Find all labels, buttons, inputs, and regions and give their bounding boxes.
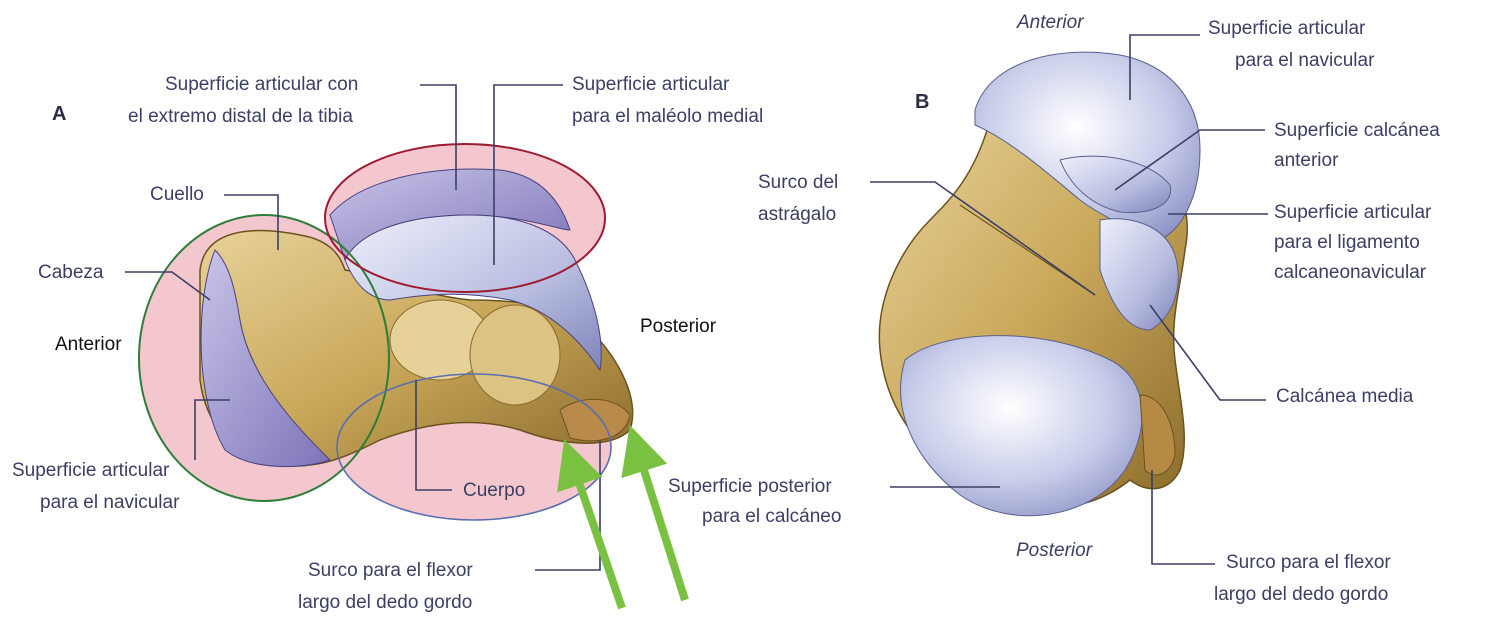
leader-neck	[224, 194, 279, 250]
label-malleolus-line1: Superficie articular	[572, 74, 730, 95]
green-arrow-2	[621, 425, 689, 602]
label-calc-ant-line1: Superficie calcánea	[1274, 120, 1440, 141]
leader-groove-b	[1151, 470, 1215, 565]
panel-b: B Anterior Superficie articular para el …	[668, 12, 1440, 605]
label-tibia-line1: Superficie articular con	[165, 74, 358, 95]
label-sulcus-line1: Surco del	[758, 172, 838, 193]
label-lig-line2: para el ligamento	[1274, 232, 1420, 253]
label-body: Cuerpo	[463, 480, 525, 501]
leader-calc-medial	[1149, 304, 1266, 401]
leader-calc-ant	[1114, 129, 1265, 191]
label-neck: Cuello	[150, 184, 204, 205]
label-calc-medial: Calcánea media	[1276, 386, 1414, 407]
leader-body	[415, 380, 452, 491]
label-head: Cabeza	[38, 262, 104, 283]
label-navicular-a-line2: para el navicular	[40, 492, 180, 513]
green-arrow-1	[557, 439, 626, 610]
label-post-b-line2: para el calcáneo	[702, 506, 841, 527]
talus-bone-superior	[878, 51, 1201, 517]
label-lig-line3: calcaneonavicular	[1274, 262, 1427, 283]
body-ellipse-outline	[336, 373, 612, 521]
label-posterior-b: Posterior	[1016, 540, 1093, 561]
leader-malleolus	[493, 84, 563, 265]
label-navicular-a-line1: Superficie articular	[12, 460, 170, 481]
label-tibia-line2: el extremo distal de la tibia	[128, 106, 353, 127]
label-sulcus-line2: astrágalo	[758, 204, 836, 225]
panel-a: A Superficie articular con el extremo di…	[12, 74, 763, 613]
label-groove-a-line2: largo del dedo gordo	[298, 592, 472, 613]
leader-nav-b	[1129, 34, 1200, 100]
label-post-b-line1: Superficie posterior	[668, 476, 832, 497]
label-groove-b-line1: Surco para el flexor	[1226, 552, 1391, 573]
leader-navicular	[194, 399, 230, 460]
label-anterior-b: Anterior	[1016, 12, 1084, 33]
label-posterior-a: Posterior	[640, 316, 717, 337]
leader-tibia	[420, 84, 457, 190]
label-malleolus-line2: para el maléolo medial	[572, 106, 763, 127]
panel-a-letter: A	[52, 103, 66, 125]
label-groove-a-line1: Surco para el flexor	[308, 560, 473, 581]
label-groove-b-line2: largo del dedo gordo	[1214, 584, 1388, 605]
trochlea-ellipse-outline	[324, 143, 606, 293]
label-nav-b-line2: para el navicular	[1235, 50, 1375, 71]
label-calc-ant-line2: anterior	[1274, 150, 1339, 171]
leader-sulcus	[870, 181, 1096, 296]
panel-b-letter: B	[915, 91, 929, 113]
head-ellipse-outline	[138, 214, 390, 502]
label-anterior-a: Anterior	[55, 334, 122, 355]
label-lig-line1: Superficie articular	[1274, 202, 1432, 223]
label-nav-b-line1: Superficie articular	[1208, 18, 1366, 39]
leader-head	[125, 271, 211, 301]
